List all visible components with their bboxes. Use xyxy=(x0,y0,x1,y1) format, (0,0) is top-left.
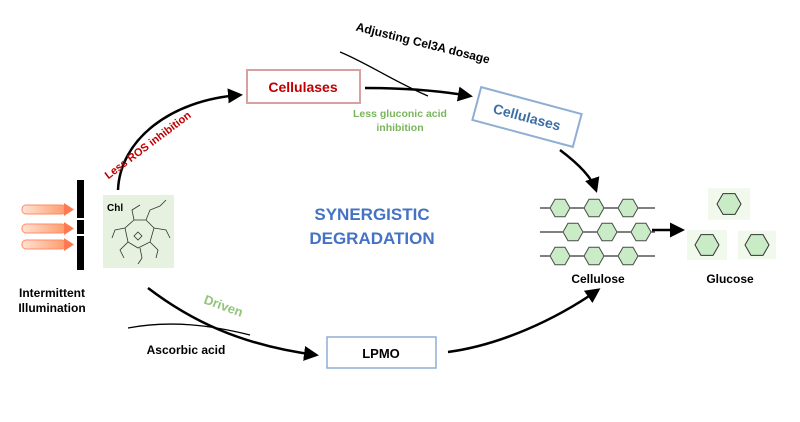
glucose-hexagon xyxy=(716,193,742,215)
illumination-label-line1: Intermittent xyxy=(19,286,85,300)
light-beams xyxy=(21,203,74,251)
driven-label: Driven xyxy=(202,292,245,320)
gluconic-label-line1: Less gluconic acid xyxy=(353,108,447,120)
ascorbic-line xyxy=(127,323,251,336)
chlorophyll-structure-icon xyxy=(111,199,171,265)
cellulose-hexagon xyxy=(549,246,571,266)
cellulose-label: Cellulose xyxy=(571,272,625,286)
arrow-between-cellulases xyxy=(364,86,473,102)
cellulose-hexagon xyxy=(596,222,618,242)
cellulose-hexagon xyxy=(583,246,605,266)
synergistic-title: SYNERGISTIC xyxy=(314,205,429,224)
gluconic-label-line2: inhibition xyxy=(376,122,423,134)
light-beam xyxy=(21,223,67,234)
shutter-bar xyxy=(77,180,84,218)
shutter-bar xyxy=(77,236,84,270)
cellulose-lattice xyxy=(540,198,655,266)
cellulose-hexagon xyxy=(617,246,639,266)
chl-label: Chl xyxy=(107,203,123,214)
glucose-hexagon xyxy=(694,234,720,256)
arrow-to-cellulases xyxy=(116,88,243,191)
lpmo-box xyxy=(326,336,437,369)
shutter xyxy=(77,180,84,270)
cellulases-label-1: Cellulases xyxy=(268,79,337,95)
illumination-label-line2: Illumination xyxy=(18,301,85,315)
light-beam-arrowhead xyxy=(64,222,74,235)
arrow-to-lpmo xyxy=(147,287,319,361)
light-beam-arrowhead xyxy=(64,203,74,216)
degradation-title: DEGRADATION xyxy=(309,229,434,248)
cellulose-hexagon xyxy=(617,198,639,218)
light-beam xyxy=(21,204,67,215)
ros-inhibition-label: Less ROS inhibition xyxy=(103,109,194,182)
dosage-label: Adjusting Cel3A dosage xyxy=(355,20,492,67)
cellulose-hexagon xyxy=(630,222,652,242)
light-beam-arrowhead xyxy=(64,238,74,251)
arrow-to-cellulose xyxy=(559,149,600,193)
shutter-bar xyxy=(77,220,84,234)
glucose-hexagon xyxy=(744,234,770,256)
cellulose-hexagon xyxy=(549,198,571,218)
cellulose-hexagon xyxy=(583,198,605,218)
cellulases-box-2 xyxy=(471,85,583,149)
arrow-from-lpmo xyxy=(447,288,601,354)
light-beam xyxy=(21,239,67,250)
glucose-label: Glucose xyxy=(706,272,754,286)
glucose-units xyxy=(687,188,776,260)
cellulose-hexagon xyxy=(562,222,584,242)
lpmo-label: LPMO xyxy=(362,346,400,361)
chlorophyll-panel: Chl xyxy=(103,195,174,268)
cellulases-box-1 xyxy=(246,69,361,104)
cellulases-box-2-group: Cellulases xyxy=(471,85,583,149)
dosage-line xyxy=(339,51,429,97)
ascorbic-acid-label: Ascorbic acid xyxy=(147,343,226,357)
